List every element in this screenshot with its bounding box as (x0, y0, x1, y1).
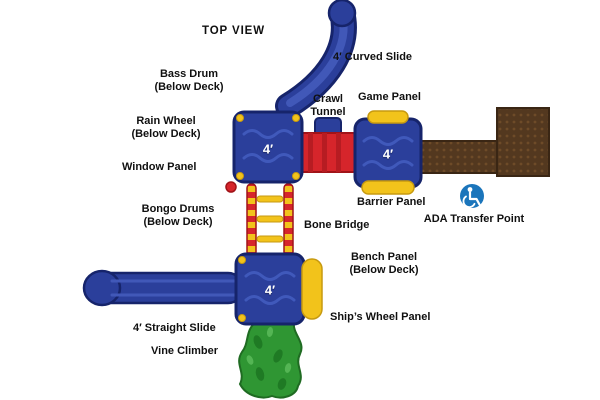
label-curved-slide: 4′ Curved Slide (333, 51, 413, 63)
label-bongo-drums: Bongo Drums (Below Deck) (141, 203, 215, 228)
label-game-panel: Game Panel (358, 91, 421, 103)
straight-slide-shape (82, 269, 245, 307)
page-title: TOP VIEW (202, 25, 266, 37)
label-straight-slide: 4′ Straight Slide (133, 322, 216, 334)
deck-height-label-top-left: 4′ (262, 141, 274, 157)
label-ships-wheel-panel: Ship’s Wheel Panel (330, 311, 431, 323)
label-bass-drum: Bass Drum (Below Deck) (154, 68, 224, 93)
label-bone-bridge: Bone Bridge (304, 219, 370, 231)
bone-bridge-shape (246, 183, 294, 257)
label-window-panel: Window Panel (122, 161, 197, 173)
label-barrier-panel: Barrier Panel (357, 196, 426, 208)
label-rain-wheel: Rain Wheel (Below Deck) (131, 115, 201, 140)
crawl-tunnel-shape (298, 117, 358, 173)
label-ada-transfer-point: ADA Transfer Point (423, 213, 525, 225)
label-crawl-tunnel: Crawl Tunnel (310, 93, 346, 118)
ada-icon (460, 184, 484, 208)
ada-ramp-shape (419, 140, 503, 174)
label-bench-panel: Bench Panel (Below Deck) (349, 251, 419, 276)
deck-height-label-bottom: 4′ (264, 282, 276, 298)
barrier-panel-shape (361, 180, 415, 195)
game-panel-shape (367, 110, 409, 124)
vine-climber-shape (238, 318, 303, 399)
bench-panel-shape (301, 258, 323, 320)
window-panel-knob (225, 181, 237, 193)
ada-platform-shape (496, 107, 550, 177)
label-vine-climber: Vine Climber (151, 345, 219, 357)
curved-slide-shape (275, 0, 357, 119)
deck-top-left (232, 110, 304, 184)
deck-height-label-top-right: 4′ (382, 146, 394, 162)
